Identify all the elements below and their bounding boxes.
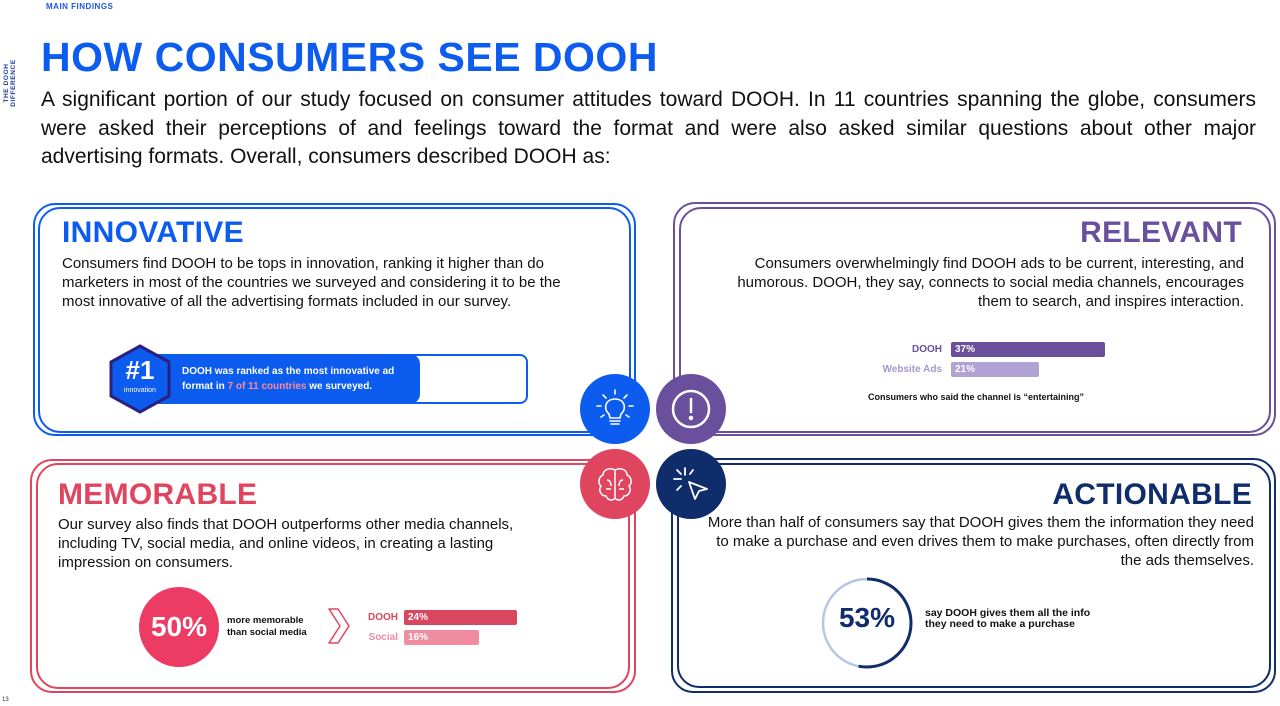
stat-line-2: than social media (227, 627, 307, 638)
page-title: HOW CONSUMERS SEE DOOH (41, 34, 658, 80)
side-label: THE DOOH DIFFERENCE (3, 59, 17, 107)
memorable-card (36, 463, 630, 689)
callout-highlight: 7 of 11 countries (227, 381, 307, 392)
stat-line-1: say DOOH gives them all the info (925, 607, 1091, 619)
bar: 24% (404, 610, 517, 625)
intro-text: A significant portion of our study focus… (41, 88, 1256, 168)
chevron-right-icon (328, 608, 350, 644)
actionable-title: ACTIONABLE (1052, 478, 1252, 511)
innovative-title: INNOVATIVE (62, 216, 244, 249)
memorable-title: MEMORABLE (58, 478, 258, 511)
page-number: 13 (2, 697, 9, 703)
innovative-card-border (33, 203, 636, 436)
innovative-body: Consumers find DOOH to be tops in innova… (62, 255, 561, 310)
innovative-callout: DOOH was ranked as the most innovative a… (150, 354, 420, 404)
actionable-card (677, 463, 1271, 688)
memorable-card-border (30, 459, 636, 693)
stat-line-1: more memorable (227, 615, 304, 626)
relevant-title: RELEVANT (1080, 216, 1242, 249)
relevant-card (679, 207, 1271, 433)
actionable-stat: 53% (838, 602, 896, 633)
badge-rank: #1 (125, 355, 155, 385)
section-label: MAIN FINDINGS (46, 2, 114, 11)
bar: 21% (951, 362, 1039, 377)
relevant-chart-caption: Consumers who said the channel is “enter… (868, 392, 1085, 402)
memorable-stat: 50% (139, 587, 219, 667)
badge-label: innovation (124, 387, 156, 394)
brain-icon (580, 449, 650, 519)
relevant-body: Consumers overwhelmingly find DOOH ads t… (737, 255, 1244, 310)
stat-line-2: they need to make a purchase (925, 618, 1075, 630)
exclamation-icon (656, 374, 726, 444)
relevant-card-border (673, 202, 1276, 436)
bar-label: Social (368, 632, 398, 643)
innovative-card (38, 207, 631, 433)
callout-text: DOOH was ranked as the most innovative a… (182, 366, 395, 392)
cursor-click-icon (656, 449, 726, 519)
bar-label: Website Ads (882, 364, 942, 375)
bar-label: DOOH (912, 344, 942, 355)
memorable-body: Our survey also finds that DOOH outperfo… (58, 516, 514, 571)
bar: 37% (951, 342, 1106, 357)
actionable-card-border (671, 458, 1276, 693)
bar: 16% (404, 630, 480, 645)
callout-text-end: we surveyed. (306, 381, 373, 392)
lightbulb-icon (580, 374, 650, 444)
progress-ring (821, 577, 913, 669)
bar-label: DOOH (368, 612, 398, 623)
hexagon-badge-icon (109, 344, 171, 414)
actionable-body: More than half of consumers say that DOO… (707, 514, 1254, 569)
